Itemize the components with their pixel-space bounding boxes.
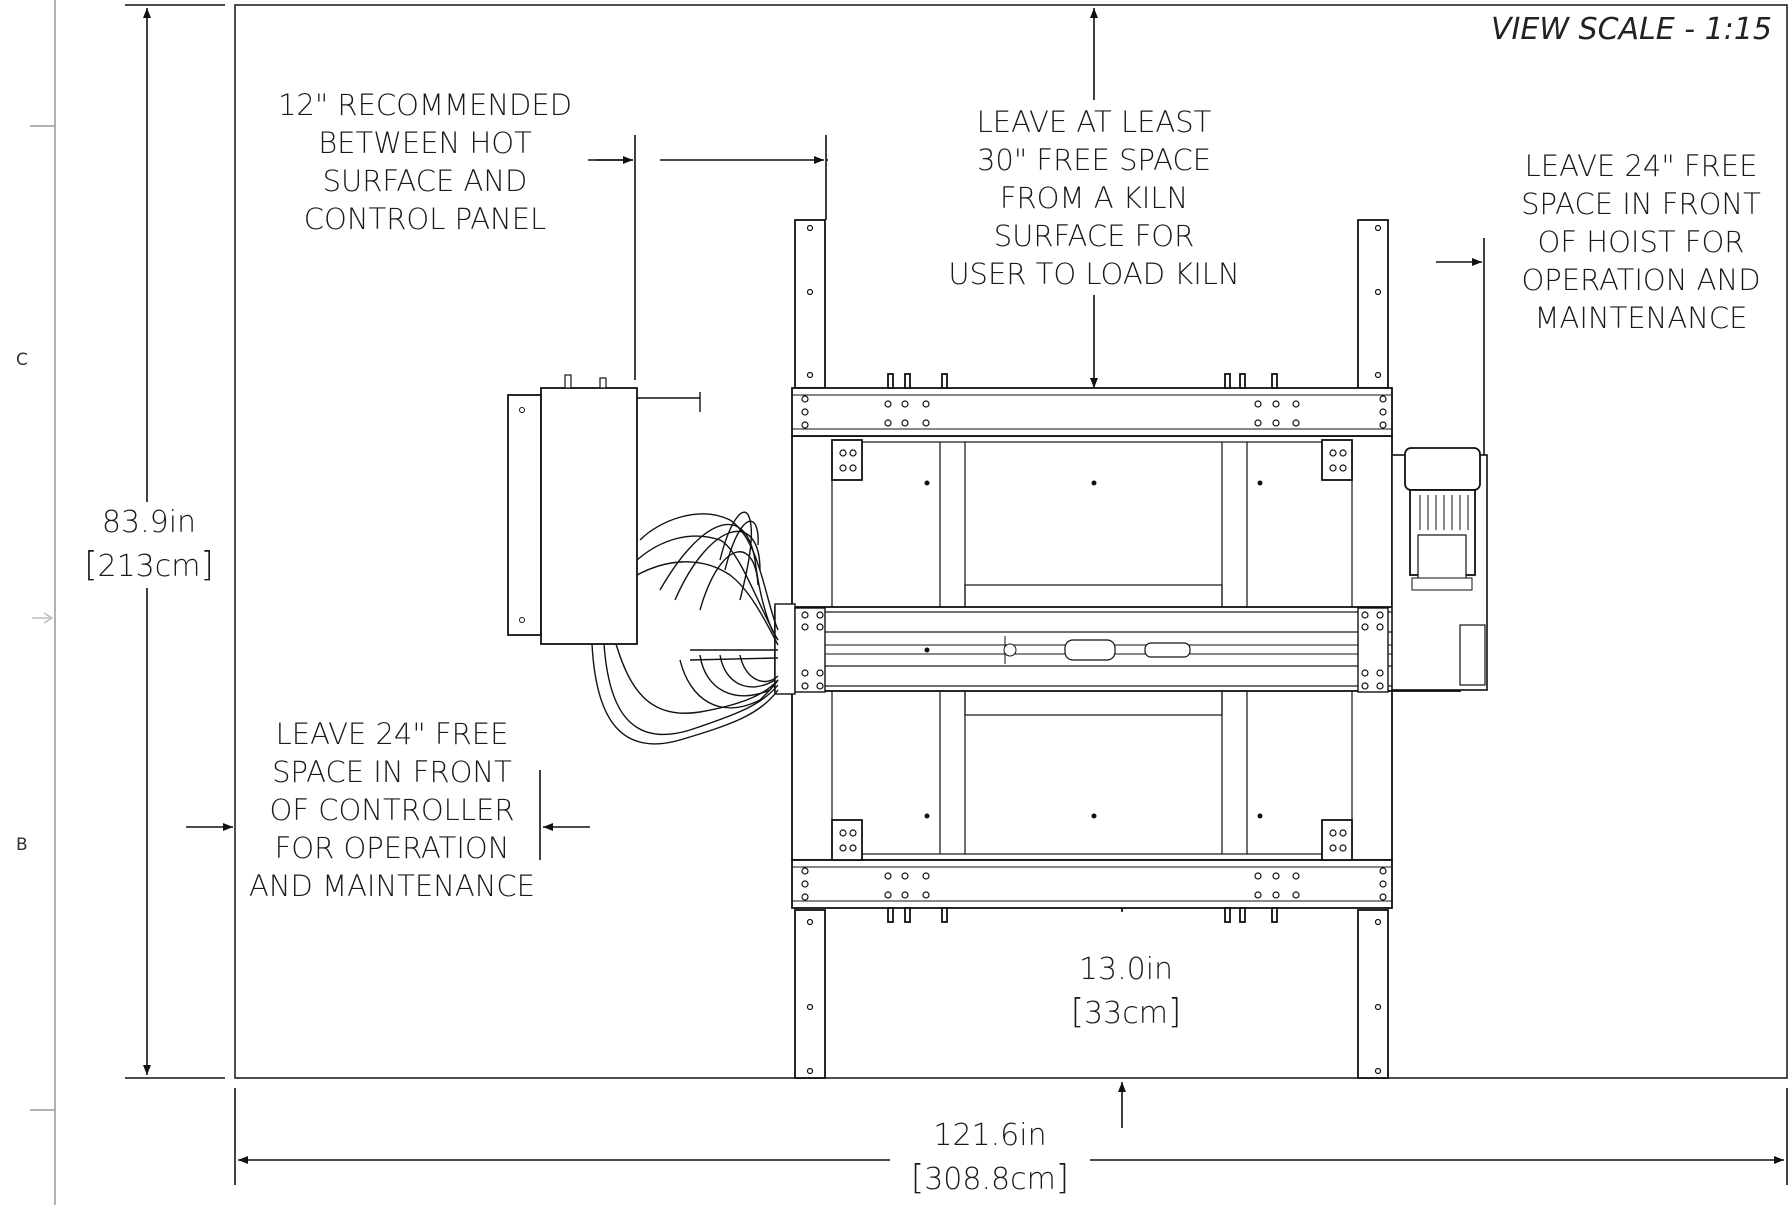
width-imperial: 121.6in [933,1118,1047,1153]
offset-metric-value: 33cm [1084,996,1168,1031]
note-line: CONTROL PANEL [303,202,547,236]
bolt-holes [801,224,1387,1075]
height-imperial: 83.9in [101,505,197,540]
offset-dimension-label: 13.0in [33cm] [1045,949,1207,1035]
controller-clearance-note: LEAVE 24" FREE SPACE IN FRONT OF CONTROL… [237,715,547,905]
offset-metric: [33cm] [1070,992,1182,1032]
zone-label-c: C [16,350,28,370]
cables [591,511,779,745]
note-line: FOR OPERATION [274,831,510,865]
control-panel-clearance-note: 12" RECOMMENDED BETWEEN HOT SURFACE AND … [250,86,600,238]
note-line: 12" RECOMMENDED [277,88,573,122]
note-line: LEAVE 24" FREE [1524,149,1758,183]
note-line: LEAVE 24" FREE [275,717,509,751]
note-line: 30" FREE SPACE [976,143,1212,177]
note-line: OF HOIST FOR [1537,225,1745,259]
note-line: LEAVE AT LEAST [976,105,1212,139]
note-line: SPACE IN FRONT [272,755,512,789]
note-line: FROM A KILN [999,181,1189,215]
note-line: SURFACE AND [322,164,528,198]
note-line: SPACE IN FRONT [1521,187,1761,221]
width-dimension-label: 121.6in [308.8cm] [890,1115,1090,1201]
hoist-clearance-arrow [1436,238,1485,460]
control-panel [507,374,701,645]
width-metric: [308.8cm] [910,1158,1070,1198]
view-scale-label: VIEW SCALE - 1:15 [1491,12,1772,47]
offset-imperial: 13.0in [1078,952,1174,987]
height-dimension-line [125,4,225,1079]
note-line: MAINTENANCE [1534,301,1748,335]
width-dimension-line [234,1088,1788,1185]
height-metric: [213cm] [84,545,214,585]
note-line: SURFACE FOR [993,219,1195,253]
panel-clearance-arrows [588,135,828,380]
note-line: OF CONTROLLER [269,793,515,827]
center-points [924,480,1263,819]
kiln-clearance-note: LEAVE AT LEAST 30" FREE SPACE FROM A KIL… [924,103,1264,293]
note-line: OPERATION AND [1521,263,1761,297]
sheet-border [30,0,56,1205]
height-dimension-label: 83.9in [213cm] [78,502,220,588]
note-line: AND MAINTENANCE [248,869,536,903]
motor-fins [1419,495,1469,530]
clearance-boundary [234,4,1788,1079]
hoist-frame [774,219,1488,1079]
controller-clearance-arrows [186,770,590,860]
note-line: BETWEEN HOT [318,126,532,160]
zone-label-b: B [16,835,28,855]
height-metric-value: 213cm [97,549,201,584]
hoist-clearance-note: LEAVE 24" FREE SPACE IN FRONT OF HOIST F… [1496,147,1786,337]
width-metric-value: 308.8cm [924,1162,1056,1197]
note-line: USER TO LOAD KILN [948,257,1240,291]
